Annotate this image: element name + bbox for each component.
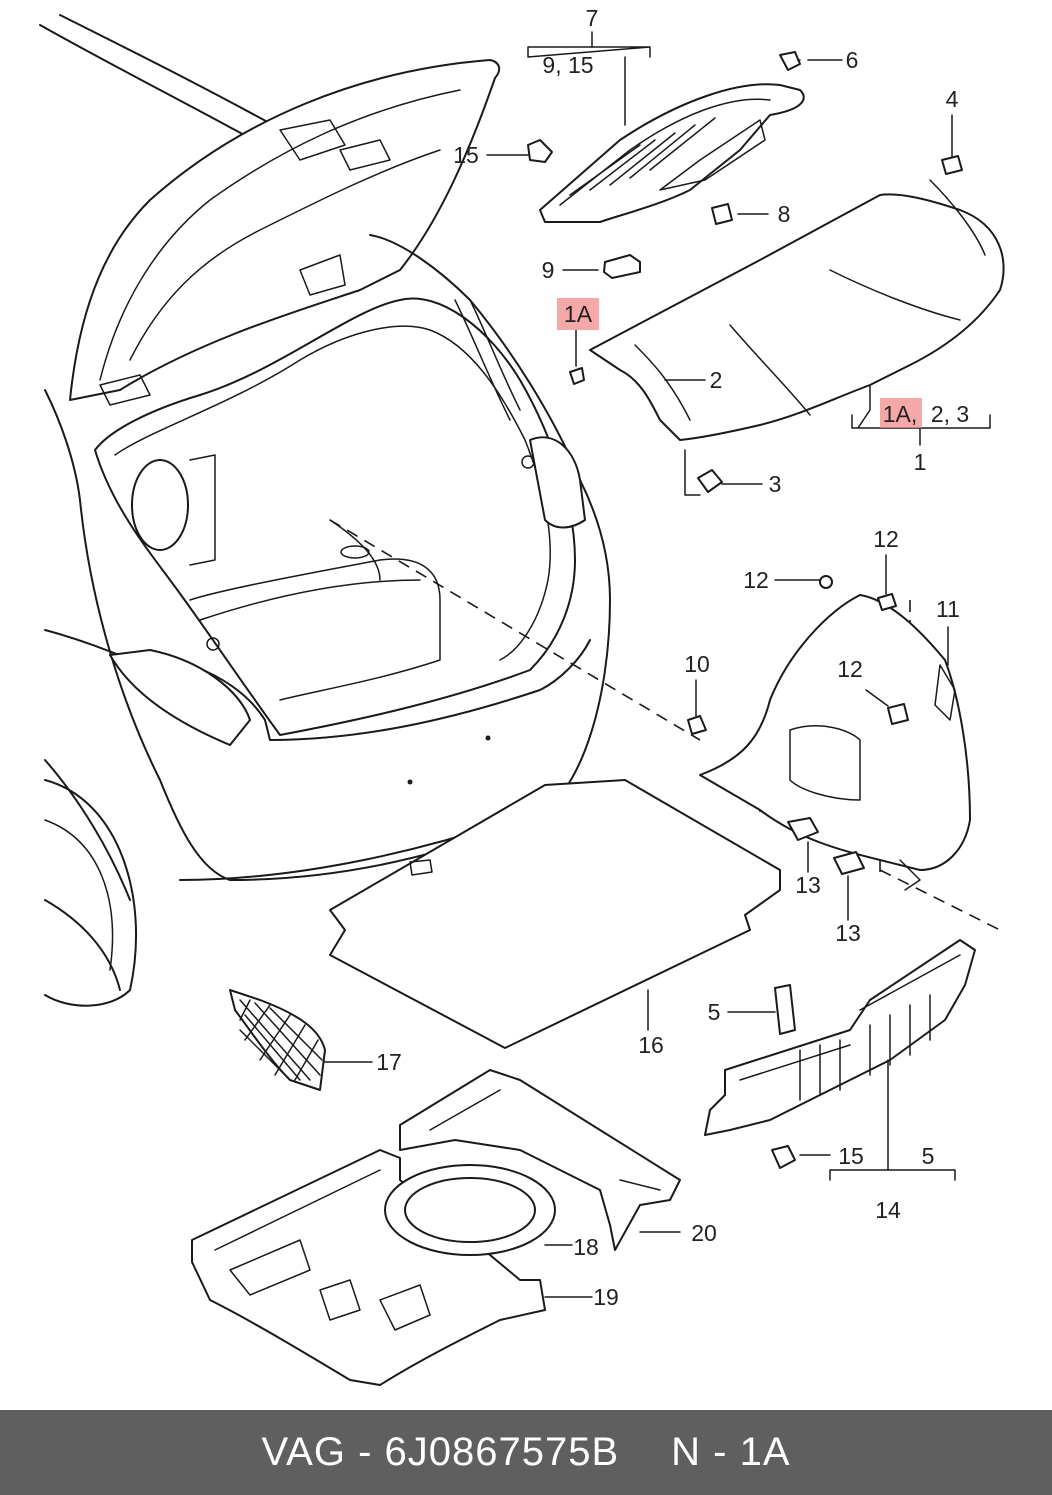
label-7: 7 (586, 5, 599, 31)
label-7-sub: 9, 15 (542, 52, 593, 78)
part-19-foam-tray (191, 1149, 546, 1386)
part-number-footer: VAG - 6J0867575B N - 1A (0, 1410, 1052, 1495)
part-1-parcel-shelf (589, 179, 1005, 441)
label-11: 11 (936, 596, 960, 622)
part-12-clip-c (887, 703, 909, 725)
label-5-right: 5 (922, 1143, 935, 1169)
label-15-top: 15 (453, 142, 479, 168)
label-10: 10 (684, 651, 710, 677)
part-15-clip-bottom (771, 1145, 796, 1169)
part-15-clip-top (527, 139, 553, 163)
part-18-spare-wheel-ring (384, 1164, 556, 1256)
part-11-side-trim (699, 594, 971, 891)
part-13-lashing-eye-b (833, 851, 865, 875)
part-5-bracket (774, 984, 796, 1035)
label-1-group-rest: 2, 3 (931, 401, 969, 427)
label-17: 17 (376, 1049, 402, 1075)
part-8-bolt (711, 203, 733, 225)
part-17-net (229, 989, 326, 1091)
part-12-clip-a (819, 575, 833, 589)
label-5-left: 5 (708, 999, 721, 1025)
label-2: 2 (710, 367, 723, 393)
label-13-b: 13 (835, 920, 861, 946)
highlight-1A-group (880, 398, 922, 428)
label-12-top: 12 (873, 526, 899, 552)
label-18: 18 (573, 1234, 599, 1260)
footer-part-code: VAG - 6J0867575B (261, 1430, 620, 1474)
label-12-left: 12 (743, 567, 769, 593)
label-1: 1 (914, 449, 927, 475)
label-20: 20 (691, 1220, 717, 1246)
part-13-lashing-eye-a (787, 817, 819, 841)
label-8: 8 (778, 201, 791, 227)
leader-lines (324, 31, 991, 1298)
label-14: 14 (875, 1197, 901, 1223)
part-1A-hook (569, 367, 585, 385)
highlight-1A-top (557, 298, 599, 330)
part-16-floor-mat (329, 779, 781, 1049)
part-7-hatch-trim (539, 83, 805, 223)
label-19: 19 (593, 1284, 619, 1310)
part-9-buffer (603, 254, 641, 279)
callout-labels: 7 9, 15 6 15 8 9 4 1A 2 1A, 2, 3 1 3 12 … (376, 5, 969, 1310)
part-12-clip-b (877, 593, 897, 611)
part-4-screw (941, 155, 963, 175)
label-1A-group: 1A, (883, 401, 918, 427)
label-15-bottom: 15 (838, 1143, 864, 1169)
footer-position: N - 1A (671, 1430, 791, 1474)
part-6-clip (779, 51, 801, 71)
car-body-drawing (39, 14, 611, 1007)
part-14-sill-trim (704, 939, 976, 1136)
label-12-mid: 12 (837, 656, 863, 682)
label-3: 3 (769, 471, 782, 497)
part-20-side-foam (399, 1069, 681, 1251)
label-16: 16 (638, 1032, 664, 1058)
parts-diagram: 7 9, 15 6 15 8 9 4 1A 2 1A, 2, 3 1 3 12 … (39, 5, 1005, 1386)
label-6: 6 (846, 47, 859, 73)
part-3-clip (697, 469, 723, 493)
label-1A-top: 1A (564, 301, 593, 327)
part-10-clip (687, 715, 707, 735)
label-4: 4 (946, 86, 959, 112)
label-9: 9 (542, 257, 555, 283)
label-13-a: 13 (795, 872, 821, 898)
